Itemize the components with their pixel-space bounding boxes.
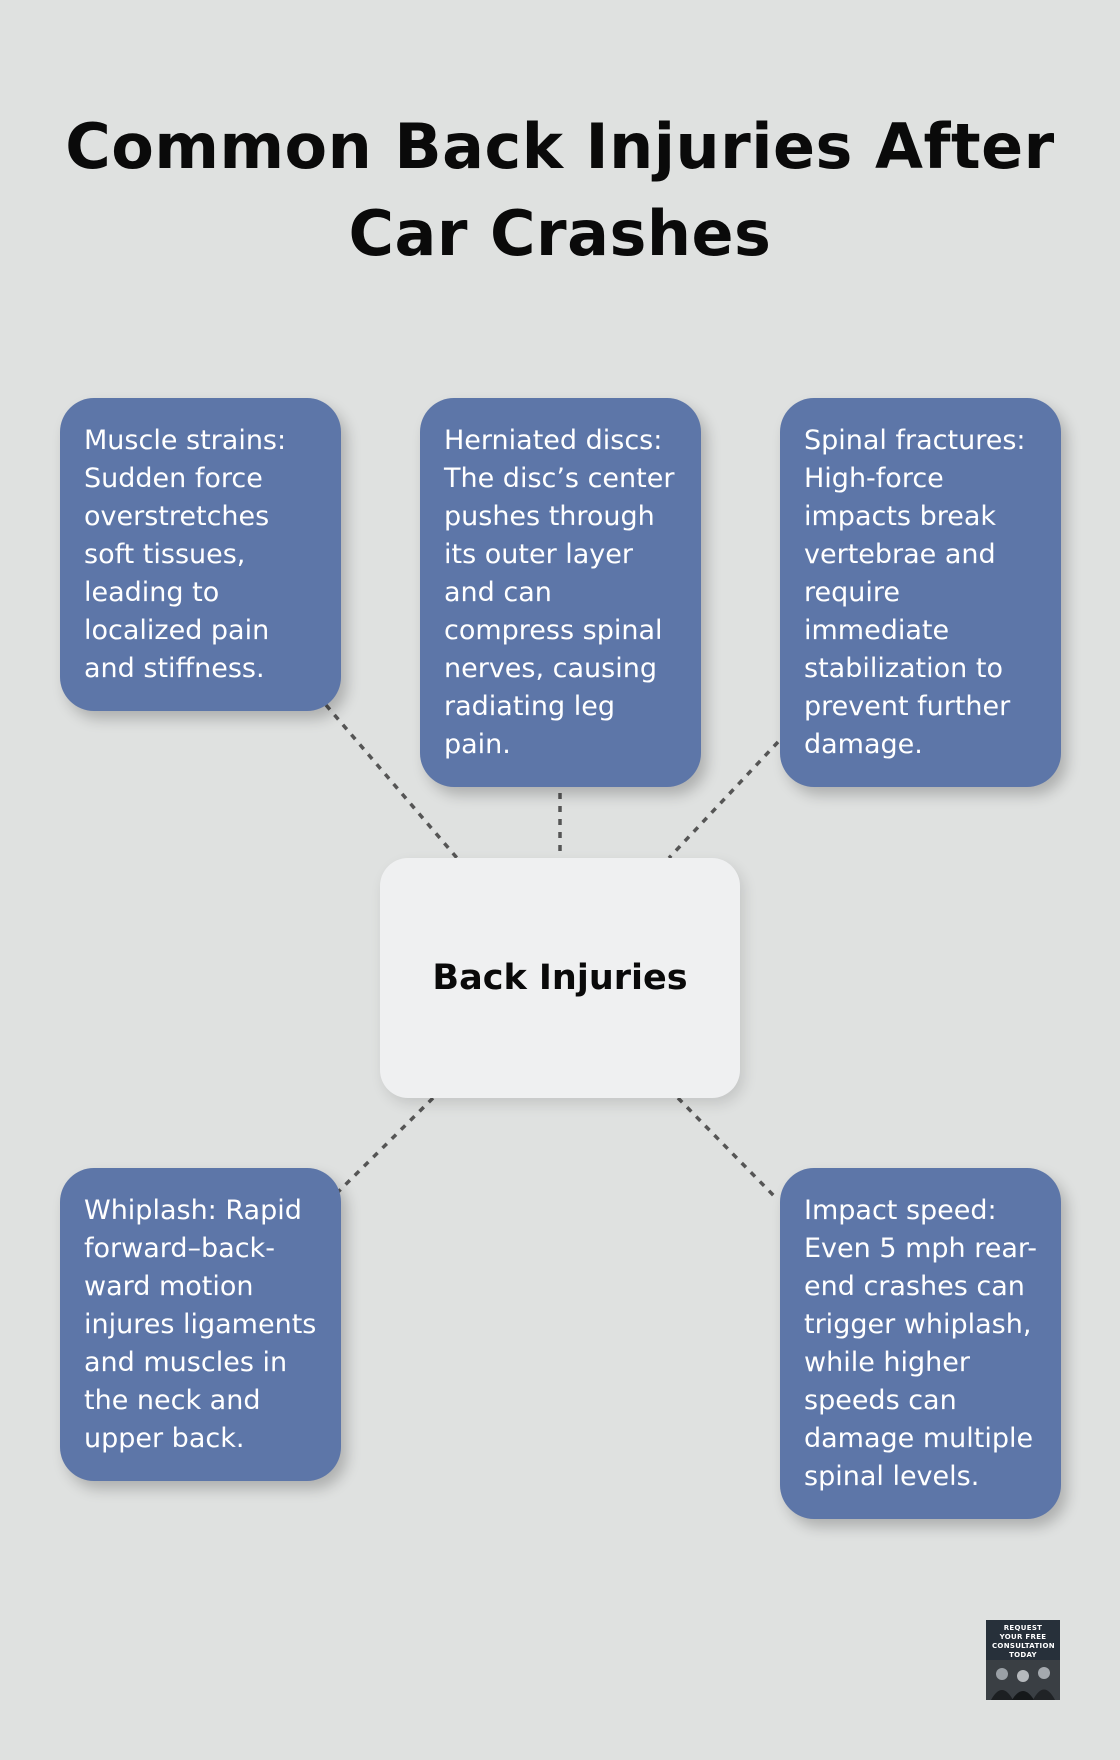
node-whiplash-text: Whiplash: Rapid forward–back­ward motion… (84, 1195, 317, 1454)
connector-whiplash (335, 1096, 435, 1195)
attorneys-photo-icon (986, 1660, 1060, 1700)
node-herniated-discs-text: Herniated discs: The disc’s center pushe… (444, 425, 675, 760)
center-node-back-injuries: Back Injuries (380, 858, 740, 1098)
consultation-badge-text: REQUEST YOUR FREE CONSULTATION TODAY (992, 1624, 1055, 1659)
node-whiplash: Whiplash: Rapid forward–back­ward motion… (60, 1168, 341, 1481)
node-impact-speed-text: Impact speed: Even 5 mph rear-end crashe… (804, 1195, 1038, 1492)
page-title: Common Back Injuries After Car Crashes (65, 110, 1055, 270)
node-muscle-strains-text: Muscle strains: Sudden force overstretch… (84, 425, 287, 684)
connector-impact-speed (676, 1096, 780, 1202)
connector-spinal-fractures (667, 740, 780, 860)
node-muscle-strains: Muscle strains: Sudden force overstretch… (60, 398, 341, 711)
node-spinal-fractures-text: Spinal fractures: High-force impacts bre… (804, 425, 1026, 760)
node-herniated-discs: Herniated discs: The disc’s center pushe… (420, 398, 701, 787)
center-node-label: Back Injuries (432, 958, 688, 998)
consultation-badge[interactable]: REQUEST YOUR FREE CONSULTATION TODAY (986, 1620, 1060, 1700)
node-spinal-fractures: Spinal fractures: High-force impacts bre… (780, 398, 1061, 787)
node-impact-speed: Impact speed: Even 5 mph rear-end crashe… (780, 1168, 1061, 1519)
